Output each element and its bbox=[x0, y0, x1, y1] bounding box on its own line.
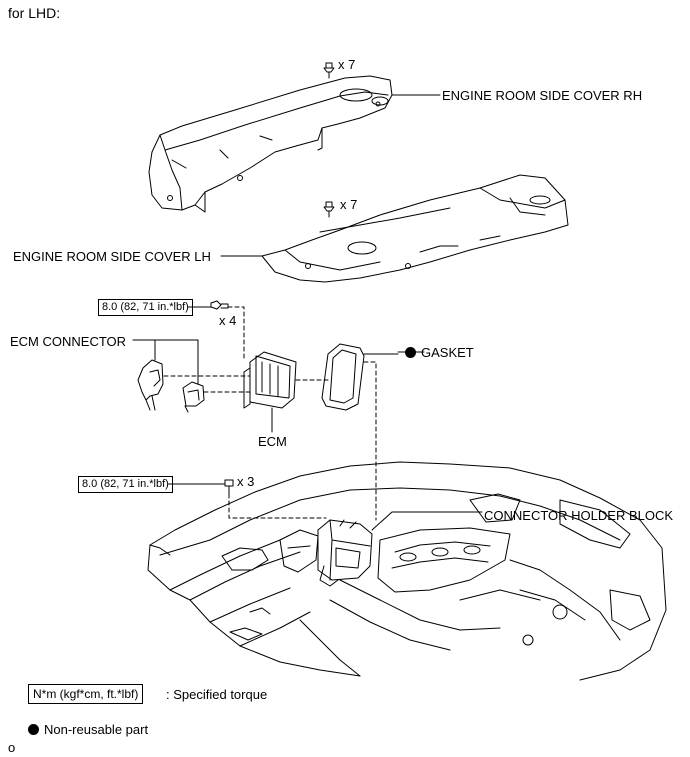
engine-room-drawing bbox=[147, 461, 667, 681]
ecm-bolt-quantity: x 4 bbox=[219, 313, 237, 328]
ecm-bolt-drawing bbox=[187, 300, 229, 310]
label-ecm-connector: ECM CONNECTOR bbox=[10, 334, 127, 349]
torque-spec-holder-bolt: 8.0 (82, 71 in.*lbf) bbox=[78, 476, 173, 493]
clip-rh-quantity: x 7 bbox=[338, 57, 356, 72]
label-engine-room-side-cover-rh: ENGINE ROOM SIDE COVER RH bbox=[442, 88, 643, 103]
legend-non-reusable-dot-icon bbox=[28, 724, 39, 735]
torque-spec-ecm-bolt: 8.0 (82, 71 in.*lbf) bbox=[98, 299, 193, 316]
footer-code: o bbox=[8, 740, 16, 755]
assembly-dashed-lines bbox=[163, 306, 377, 521]
gasket-drawing bbox=[321, 343, 399, 411]
engine-room-side-cover-lh-drawing bbox=[220, 174, 569, 283]
holder-bolt-drawing bbox=[167, 479, 234, 495]
legend-torque-box: N*m (kgf*cm, ft.*lbf) bbox=[28, 684, 144, 704]
label-gasket: GASKET bbox=[421, 345, 474, 360]
clip-lh-quantity: x 7 bbox=[340, 197, 358, 212]
ecm-connector-drawing bbox=[132, 339, 205, 413]
legend-non-reusable-text: Non-reusable part bbox=[44, 722, 149, 737]
ecm-drawing bbox=[243, 351, 297, 433]
label-engine-room-side-cover-lh: ENGINE ROOM SIDE COVER LH bbox=[13, 249, 211, 264]
holder-bolt-quantity: x 3 bbox=[237, 474, 255, 489]
engine-room-side-cover-rh-drawing bbox=[148, 62, 441, 213]
label-connector-holder-block: CONNECTOR HOLDER BLOCK bbox=[484, 508, 674, 523]
label-ecm: ECM bbox=[258, 434, 287, 449]
header-text: for LHD: bbox=[8, 5, 61, 21]
legend-torque-text: : Specified torque bbox=[166, 687, 268, 702]
non-reusable-dot-icon bbox=[405, 347, 416, 358]
